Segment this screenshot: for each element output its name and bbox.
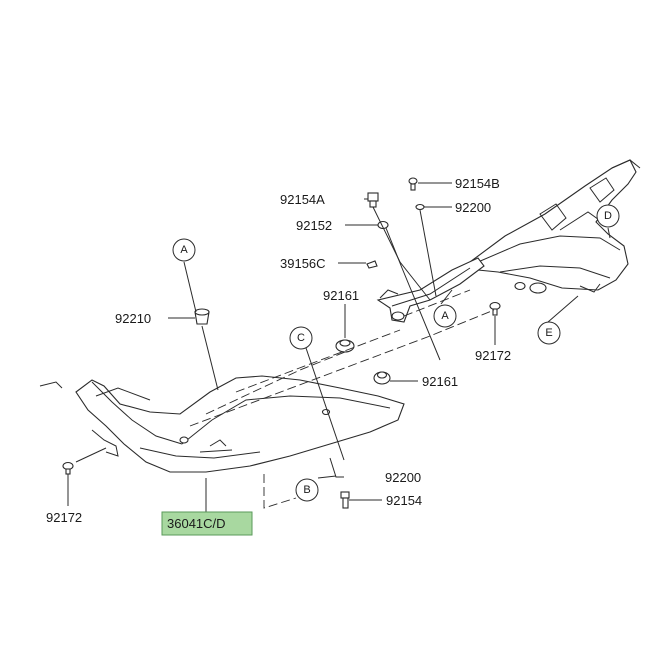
part-label-92154b[interactable]: 92154B — [455, 176, 500, 191]
bolt-92154-bottom — [340, 491, 350, 509]
part-label-92200-bottom[interactable]: 92200 — [385, 470, 421, 485]
part-label-92200-top[interactable]: 92200 — [455, 200, 491, 215]
part-label-92210[interactable]: 92210 — [115, 311, 151, 326]
screw-92154b — [408, 177, 418, 191]
part-label-92161-mid[interactable]: 92161 — [422, 374, 458, 389]
fasteners — [62, 177, 501, 509]
part-label-92161-top[interactable]: 92161 — [323, 288, 359, 303]
damper-92161-upper — [335, 339, 355, 353]
bolt-92154a — [367, 192, 379, 208]
callout-a-left-text: A — [180, 244, 188, 256]
side-cover — [39, 375, 405, 473]
part-label-92152[interactable]: 92152 — [296, 218, 332, 233]
screw-92172-left — [62, 461, 74, 475]
callout-b: B — [295, 478, 319, 502]
part-label-36041cd-highlight[interactable]: 36041C/D — [161, 511, 253, 536]
part-label-92172-left[interactable]: 92172 — [46, 510, 82, 525]
part-label-39156c[interactable]: 39156C — [280, 256, 326, 271]
callout-d: D — [596, 204, 620, 228]
part-label-92154a[interactable]: 92154A — [280, 192, 325, 207]
pad-39156c — [366, 260, 378, 269]
assembly-lines — [189, 289, 495, 509]
grommet-92210 — [194, 308, 210, 325]
callout-b-text: B — [303, 484, 310, 496]
washer-92200-top — [415, 203, 425, 211]
part-label-92172-right[interactable]: 92172 — [475, 348, 511, 363]
callout-a-right: A — [433, 304, 457, 328]
clip-92200-bottom — [317, 475, 337, 479]
part-label-36041cd[interactable]: 36041C/D — [167, 516, 226, 531]
mounting-bracket — [376, 257, 485, 323]
screw-92172-right — [489, 301, 501, 316]
leader-lines — [67, 182, 611, 514]
callout-c-text: C — [297, 332, 305, 344]
callout-e-text: E — [545, 327, 552, 339]
callout-c: C — [289, 326, 313, 350]
callout-d-text: D — [604, 210, 612, 222]
damper-92161-lower — [373, 371, 391, 385]
part-label-92154-bottom[interactable]: 92154 — [386, 493, 422, 508]
seat-frame-rail — [469, 159, 641, 294]
callout-a-left: A — [172, 238, 196, 262]
callout-a-right-text: A — [441, 310, 449, 322]
callout-e: E — [537, 321, 561, 345]
